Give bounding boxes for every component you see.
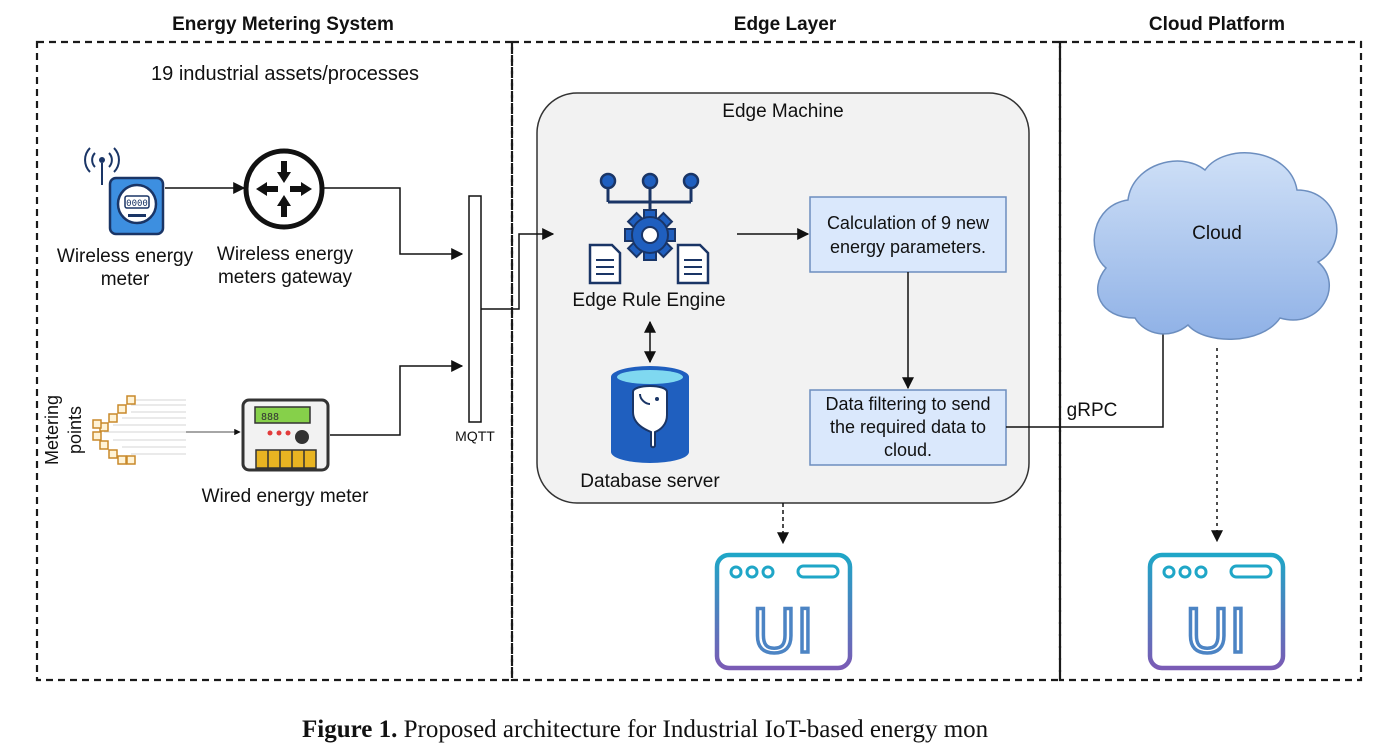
caption-bold: Figure 1. (302, 716, 397, 743)
meter-display-digits: 0000 (126, 199, 148, 209)
gateway-router-icon (243, 148, 325, 230)
wired-meter-icon: 888 (241, 398, 330, 472)
edge-layer-section (510, 40, 1062, 682)
wireless-meter-label-1: Wireless energy (57, 246, 194, 267)
mqtt-bus (468, 195, 482, 423)
edge-layer-header: Edge Layer (734, 14, 837, 35)
cloud-ui-text: UI (1185, 597, 1247, 667)
metering-points-icon (92, 395, 186, 465)
database-label: Database server (580, 471, 720, 492)
filter-text-3: cloud. (884, 440, 932, 460)
line-filter-to-cloud (1006, 305, 1169, 428)
calculation-box (809, 196, 1007, 273)
line-wired-to-mqtt (330, 360, 464, 436)
mqtt-label: MQTT (455, 428, 495, 444)
metering-points-label-2: points (65, 406, 85, 454)
energy-metering-section (35, 40, 514, 682)
cloud-platform-section (1058, 40, 1363, 682)
filter-box (809, 389, 1007, 466)
caption-text: Proposed architecture for Industrial IoT… (397, 716, 988, 743)
filter-text-1: Data filtering to send (825, 394, 990, 414)
line-mqtt-to-rule-engine (481, 228, 555, 310)
cloud-shape (1093, 152, 1338, 340)
wired-meter-label: Wired energy meter (202, 486, 370, 507)
figure-caption: Figure 1. Proposed architecture for Indu… (302, 716, 989, 743)
calculation-text-2: energy parameters. (830, 237, 986, 257)
edge-ui-icon: UI (714, 552, 853, 671)
edge-ui-text: UI (752, 597, 814, 667)
database-icon (611, 366, 689, 463)
cloud-ui-icon: UI (1147, 552, 1286, 671)
calculation-text-1: Calculation of 9 new (827, 213, 990, 233)
filter-text-2: the required data to (830, 417, 986, 437)
wired-meter-display: 888 (261, 412, 279, 423)
grpc-label: gRPC (1067, 400, 1118, 421)
gateway-label-2: meters gateway (218, 267, 353, 288)
wireless-meter-label-2: meter (101, 269, 150, 290)
metering-points-label-1: Metering (42, 395, 62, 465)
wireless-meter-icon: 0000 (84, 147, 165, 236)
rule-engine-label: Edge Rule Engine (572, 290, 725, 311)
line-gateway-to-mqtt (324, 187, 464, 260)
gateway-label-1: Wireless energy (217, 244, 354, 265)
cloud-platform-header: Cloud Platform (1149, 14, 1285, 35)
rule-engine-icon (588, 172, 710, 285)
cloud-label: Cloud (1192, 223, 1242, 244)
assets-label: 19 industrial assets/processes (151, 63, 419, 85)
energy-metering-header: Energy Metering System (172, 14, 394, 35)
section-containers (35, 40, 1363, 682)
edge-machine-title: Edge Machine (722, 101, 843, 122)
